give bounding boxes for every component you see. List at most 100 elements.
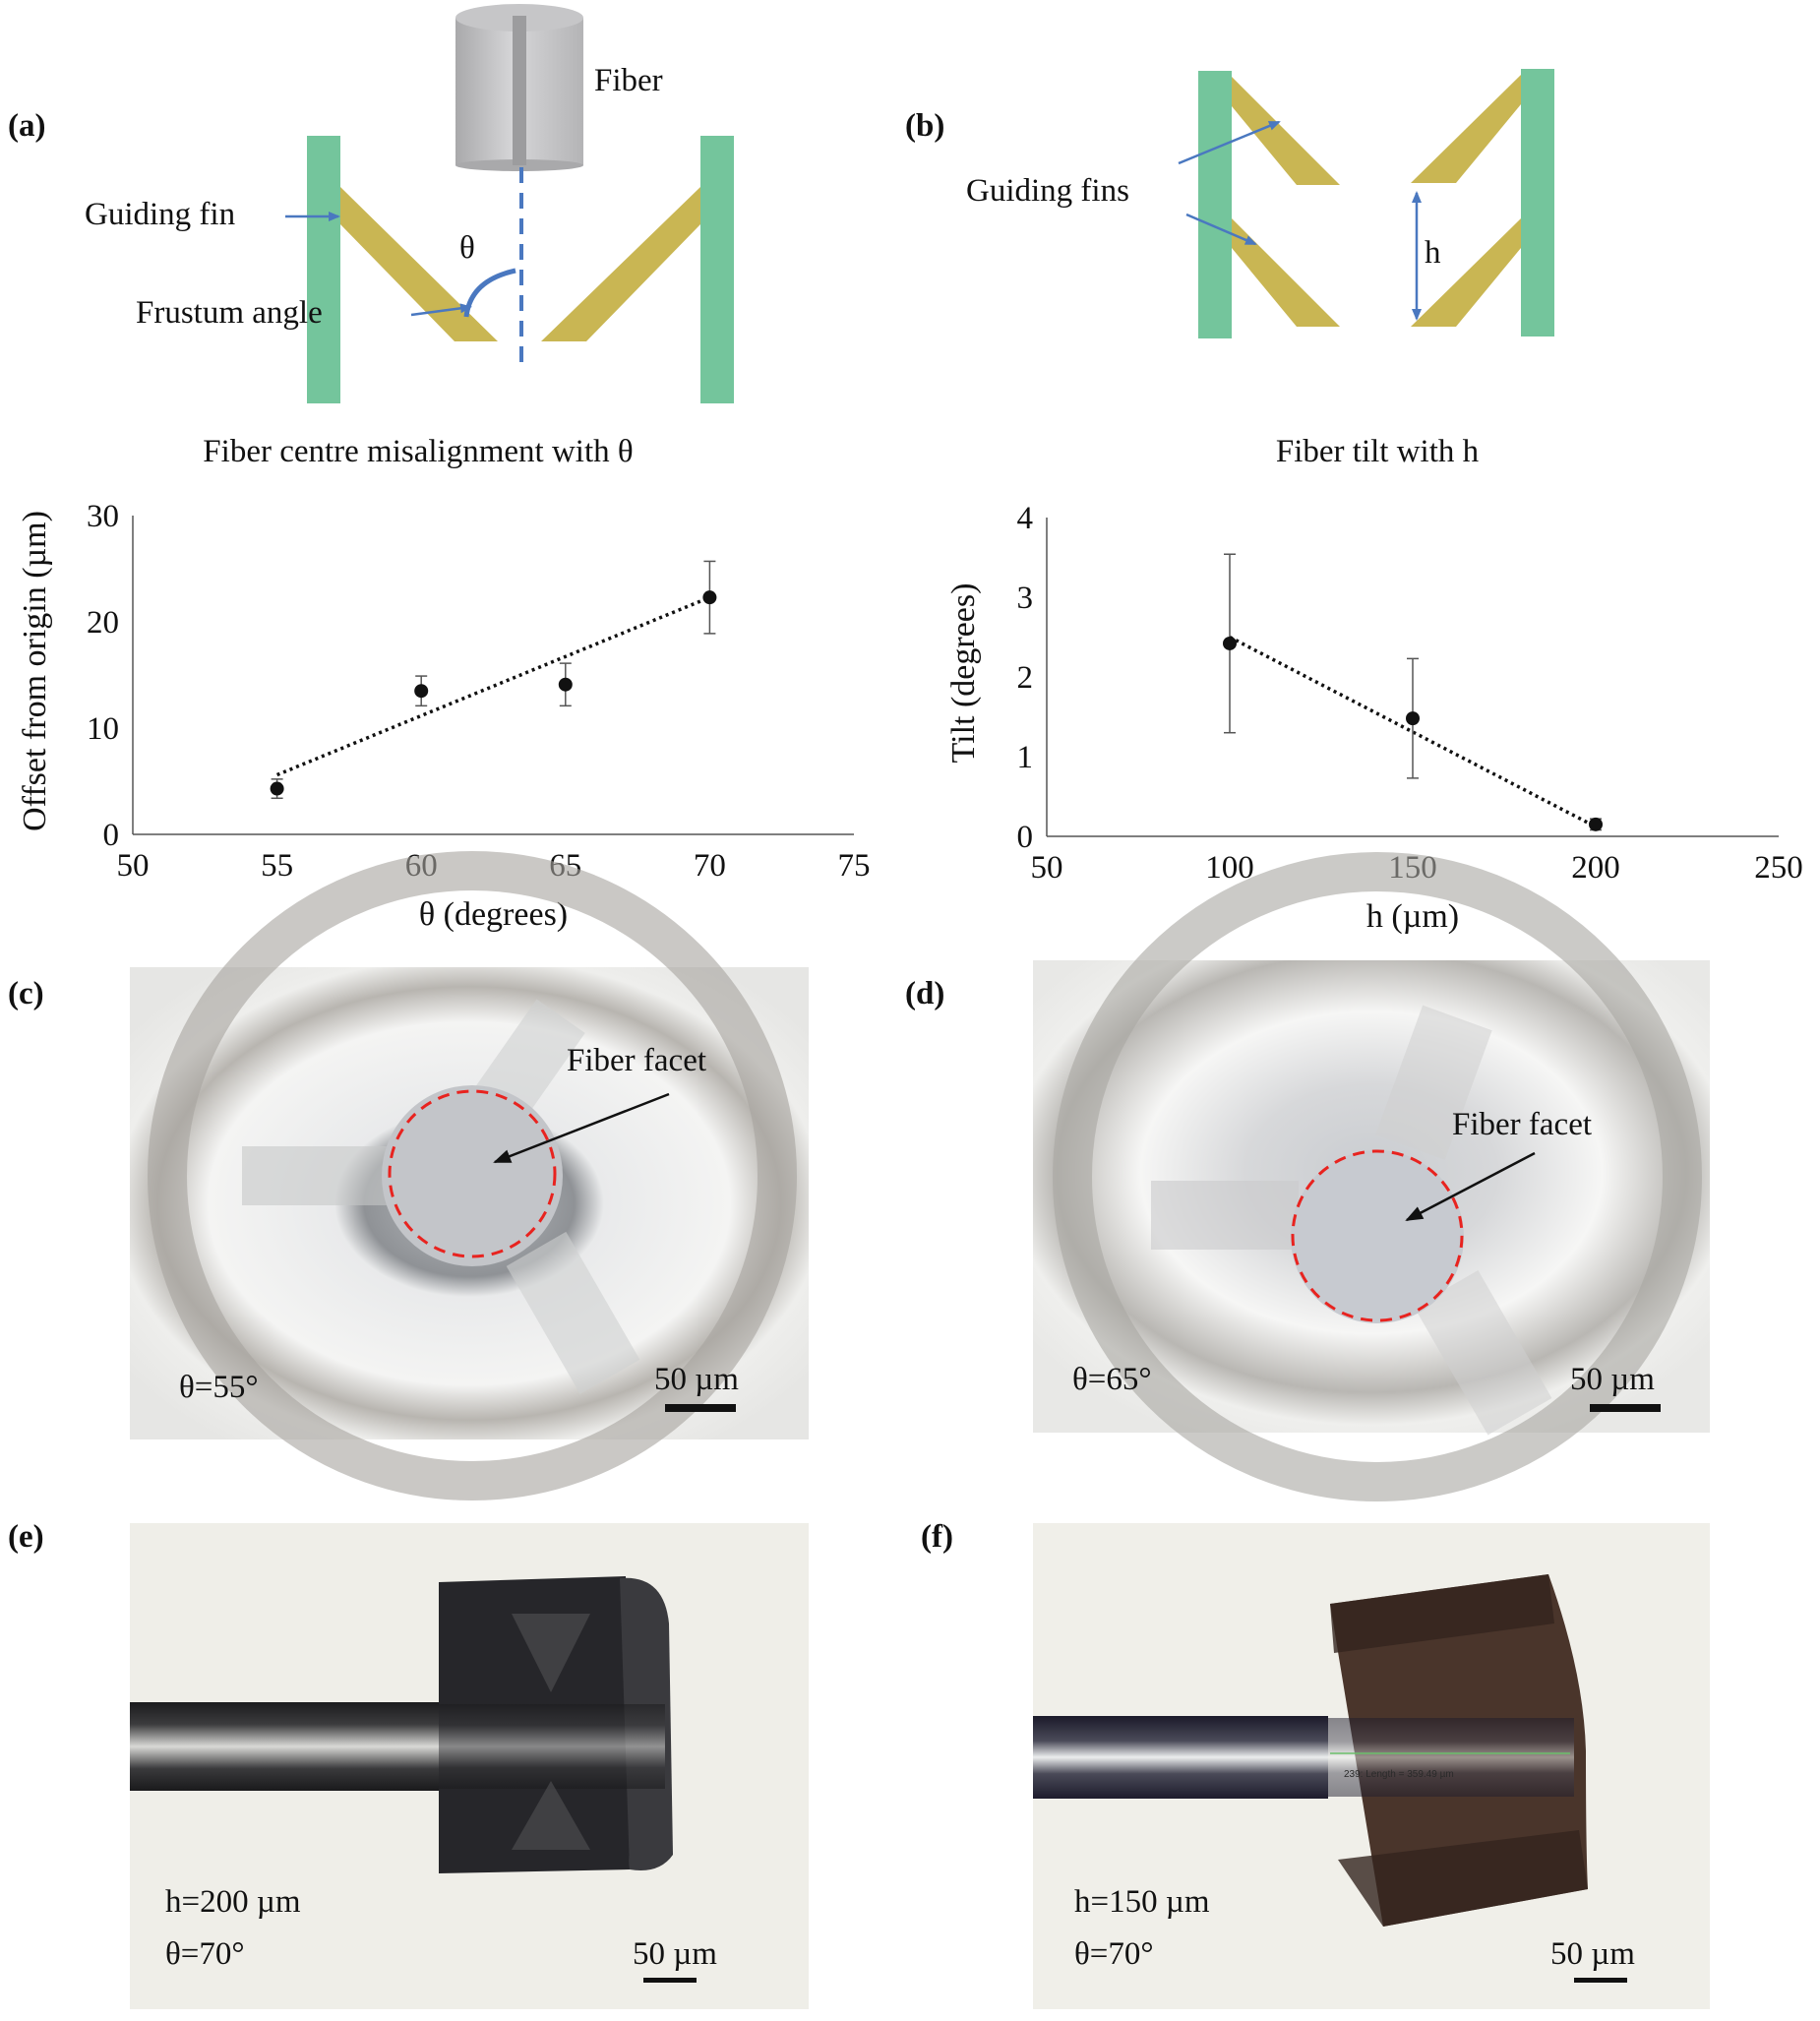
left-wall: [307, 136, 340, 403]
panel-b-label: (b): [905, 108, 944, 144]
x-tick-label: 250: [1754, 850, 1803, 886]
theta-symbol: θ: [459, 230, 475, 266]
guiding-fins-label: Guiding fins: [966, 173, 1129, 209]
fiber-facet-label: Fiber facet: [1452, 1107, 1592, 1142]
panel-b-schematic: (b) Guiding fins h Fiber tilt with h: [905, 69, 1554, 469]
fiber-facet-arrow: [493, 1092, 670, 1164]
structure-top-band: [1330, 1574, 1554, 1653]
panel-a-caption: Fiber centre misalignment with θ: [203, 434, 633, 469]
h-symbol: h: [1425, 235, 1441, 271]
fiber-facet: [1291, 1150, 1464, 1323]
y-tick-label: 0: [1017, 820, 1034, 855]
fiber-facet: [382, 1085, 563, 1266]
panel-c-label: (c): [8, 976, 44, 1011]
y-tick-label: 30: [87, 499, 119, 534]
scale-bar: [643, 1978, 697, 1983]
x-tick-label: 50: [1031, 850, 1063, 886]
x-tick-label: 200: [1571, 850, 1620, 886]
x-tick-label: 100: [1205, 850, 1254, 886]
panel-a-schematic: (a) Fiber Guiding fin θ Frustum angle Fi…: [8, 4, 734, 469]
fin-shadow-bottom: [1414, 1270, 1552, 1436]
data-point: [414, 684, 429, 699]
x-tick-label: 55: [261, 848, 293, 884]
fiber-label: Fiber: [594, 63, 663, 98]
scale-bar-label: 50 µm: [1570, 1362, 1655, 1397]
data-point: [1589, 817, 1603, 831]
optical-fiber: [1033, 1716, 1328, 1799]
trendline: [275, 595, 711, 777]
scale-bar-label: 50 µm: [1550, 1936, 1635, 1972]
x-axis-label: h (µm): [1366, 898, 1459, 935]
fin-shadow-upper: [512, 1614, 590, 1692]
x-tick-label: 50: [117, 848, 150, 884]
guiding-fin-label: Guiding fin: [85, 197, 235, 232]
scale-bar: [1574, 1978, 1627, 1983]
data-point: [270, 781, 284, 796]
optical-fiber: [130, 1702, 484, 1791]
structure-bottom-band: [1338, 1830, 1588, 1927]
y-tick-label: 4: [1017, 501, 1034, 536]
x-tick-label: 70: [694, 848, 726, 884]
y-axis-label: Tilt (degrees): [945, 583, 982, 764]
data-point: [558, 677, 573, 692]
fin-shadow-bottom: [506, 1231, 640, 1394]
scale-bar: [665, 1404, 736, 1412]
facet-outline: [388, 1089, 557, 1258]
theta-label: θ=65°: [1072, 1362, 1152, 1397]
right-wall: [1521, 69, 1554, 337]
fiber-facet-arrow: [1405, 1151, 1536, 1222]
panel-e-label: (e): [8, 1519, 44, 1555]
data-point: [1406, 711, 1420, 726]
panel-d-micrograph: (d) Fiber facet θ=65° 50 µm: [905, 852, 1710, 1501]
fin-shadow-top: [1375, 1005, 1492, 1160]
left-upper-fin: [1232, 77, 1340, 185]
scale-bar: [1590, 1404, 1661, 1412]
theta-label: θ=70°: [165, 1936, 245, 1972]
frustum-angle-arrow: [410, 303, 472, 317]
x-axis-label: θ (degrees): [419, 896, 568, 933]
fiber-inside-structure: [439, 1704, 665, 1789]
left-wall: [1198, 71, 1232, 338]
right-wall: [700, 136, 734, 403]
fin-shadow-lower: [512, 1781, 590, 1850]
frustum-angle-label: Frustum angle: [136, 295, 323, 331]
fiber-cylinder: [455, 4, 583, 171]
theta-label: θ=70°: [1074, 1936, 1154, 1972]
data-point: [1223, 636, 1237, 650]
panel-d-label: (d): [905, 976, 944, 1011]
measurement-text: 239: Length = 359.49 µm: [1344, 1769, 1454, 1780]
frustum-angle-arc: [463, 268, 516, 318]
outer-ring: [1053, 852, 1702, 1501]
panel-c-micrograph: (c) Fiber facet θ=55° 50 µm: [8, 851, 809, 1500]
h-label: h=200 µm: [165, 1884, 301, 1920]
y-tick-label: 3: [1017, 581, 1034, 616]
fiber-inside-structure: [1328, 1718, 1574, 1797]
panel-f-micrograph: (f) 239: Length = 359.49 µm h=150 µm θ=7…: [921, 1519, 1710, 2009]
fin-shadow-left: [242, 1146, 390, 1205]
right-lower-fin: [1411, 218, 1521, 327]
right-guiding-fin: [541, 187, 700, 341]
scale-bar-label: 50 µm: [654, 1362, 739, 1397]
y-tick-label: 1: [1017, 740, 1034, 775]
outer-ring: [148, 851, 797, 1500]
x-tick-label: 75: [838, 848, 871, 884]
h-label: h=150 µm: [1074, 1884, 1210, 1920]
scale-bar-label: 50 µm: [633, 1936, 717, 1972]
y-tick-label: 20: [87, 605, 119, 641]
fiber-facet-label: Fiber facet: [567, 1043, 706, 1078]
fin-shadow-left: [1151, 1181, 1299, 1250]
left-lower-fin: [1232, 218, 1340, 327]
y-tick-label: 0: [103, 818, 120, 853]
y-tick-label: 10: [87, 711, 119, 747]
right-upper-fin: [1411, 75, 1521, 183]
fins-arrow-lower: [1185, 213, 1257, 246]
y-tick-label: 2: [1017, 660, 1034, 696]
panel-a-label: (a): [8, 108, 45, 144]
data-point: [702, 590, 717, 605]
panel-b-caption: Fiber tilt with h: [1276, 434, 1480, 469]
facet-outline: [1291, 1149, 1464, 1322]
left-guiding-fin: [340, 187, 498, 341]
panel-f-label: (f): [921, 1519, 953, 1555]
